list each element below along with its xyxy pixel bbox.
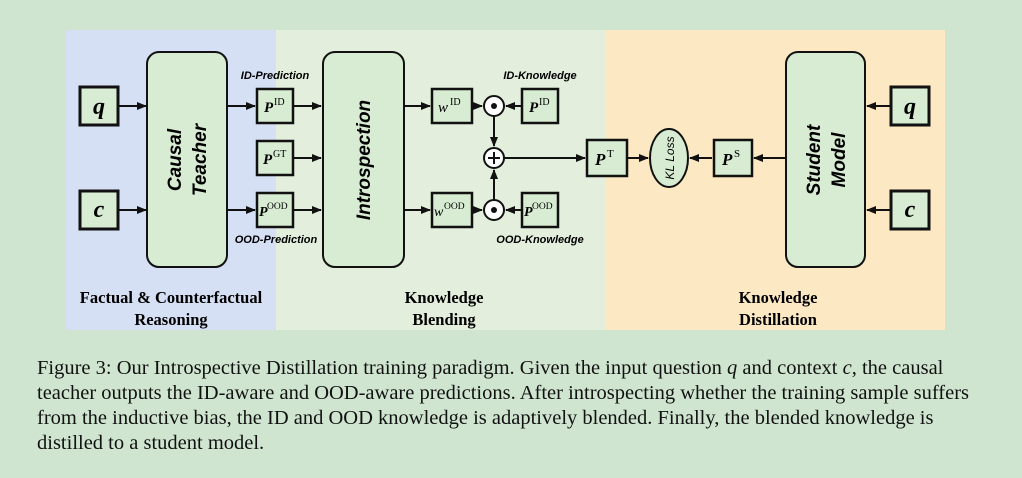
svg-text:OOD: OOD xyxy=(267,202,288,212)
svg-text:Teacher: Teacher xyxy=(190,122,211,196)
svg-text:P: P xyxy=(524,205,533,220)
svg-text:P: P xyxy=(264,100,274,116)
p-teacher-box: P T xyxy=(585,138,629,178)
svg-text:P: P xyxy=(263,152,273,168)
svg-text:ID: ID xyxy=(274,97,285,108)
svg-text:KL Loss: KL Loss xyxy=(663,136,677,179)
w-ood-box: w OOD xyxy=(430,191,474,229)
svg-text:q: q xyxy=(93,94,105,120)
odot-id-operator xyxy=(483,95,505,117)
distillation-label-line1: Knowledge xyxy=(739,288,818,307)
p-ood-box: P OOD xyxy=(255,191,295,229)
p-student-box: P S xyxy=(712,138,754,178)
svg-text:c: c xyxy=(905,197,916,223)
svg-text:OOD: OOD xyxy=(444,202,465,212)
paradigm-diagram: q c Causal Teacher ID-Prediction P ID P … xyxy=(66,30,945,330)
svg-text:P: P xyxy=(259,205,268,220)
ood-prediction-label: OOD-Prediction xyxy=(235,234,318,246)
figure-caption: Figure 3: Our Introspective Distillation… xyxy=(37,356,997,456)
p-gt-box: P GT xyxy=(255,139,295,177)
p-id-box: P ID xyxy=(255,87,295,125)
id-prediction-label: ID-Prediction xyxy=(241,70,310,82)
id-knowledge-label: ID-Knowledge xyxy=(503,70,576,82)
student-model-block: Student Model xyxy=(785,51,866,268)
introspection-block: Introspection xyxy=(322,51,405,268)
svg-text:c: c xyxy=(94,197,105,223)
svg-text:Model: Model xyxy=(829,132,850,188)
svg-text:OOD: OOD xyxy=(532,202,553,212)
svg-text:P: P xyxy=(594,150,606,169)
reasoning-label-line1: Factual & Counterfactual xyxy=(80,288,263,307)
svg-text:P: P xyxy=(721,150,733,169)
svg-text:ID: ID xyxy=(450,97,461,108)
p-id-knowledge-box: P ID xyxy=(520,87,560,125)
p-ood-knowledge-box: P OOD xyxy=(520,191,560,229)
blending-label-line2: Blending xyxy=(412,310,476,329)
blending-label-line1: Knowledge xyxy=(405,288,484,307)
svg-text:w: w xyxy=(434,205,444,220)
kl-loss-node: KL Loss xyxy=(649,128,689,188)
odot-ood-operator xyxy=(483,199,505,221)
caption-q-var: q xyxy=(727,357,738,379)
student-input-c-box: c xyxy=(889,189,931,231)
svg-text:Student: Student xyxy=(804,124,825,195)
caption-c-var: c xyxy=(842,357,852,379)
student-input-q-box: q xyxy=(889,85,931,127)
input-q-box: q xyxy=(78,85,120,127)
svg-text:T: T xyxy=(607,148,614,160)
w-id-box: w ID xyxy=(430,87,474,125)
reasoning-label-line2: Reasoning xyxy=(134,310,208,329)
svg-text:Causal: Causal xyxy=(165,128,186,191)
caption-part3: , the causal teacher outputs the ID-awar… xyxy=(37,357,970,454)
input-c-box: c xyxy=(78,189,120,231)
svg-text:S: S xyxy=(734,148,740,160)
svg-text:GT: GT xyxy=(273,149,286,160)
oplus-operator xyxy=(483,147,505,169)
svg-text:P: P xyxy=(529,100,539,116)
svg-text:q: q xyxy=(904,94,916,120)
svg-text:ID: ID xyxy=(539,97,550,108)
caption-part1: Figure 3: Our Introspective Distillation… xyxy=(37,357,728,379)
causal-teacher-block: Causal Teacher xyxy=(146,51,228,268)
svg-text:w: w xyxy=(438,100,448,116)
svg-text:Introspection: Introspection xyxy=(354,100,375,220)
distillation-label-line2: Distillation xyxy=(739,310,817,329)
ood-knowledge-label: OOD-Knowledge xyxy=(496,234,583,246)
caption-part2: and context xyxy=(737,357,843,379)
